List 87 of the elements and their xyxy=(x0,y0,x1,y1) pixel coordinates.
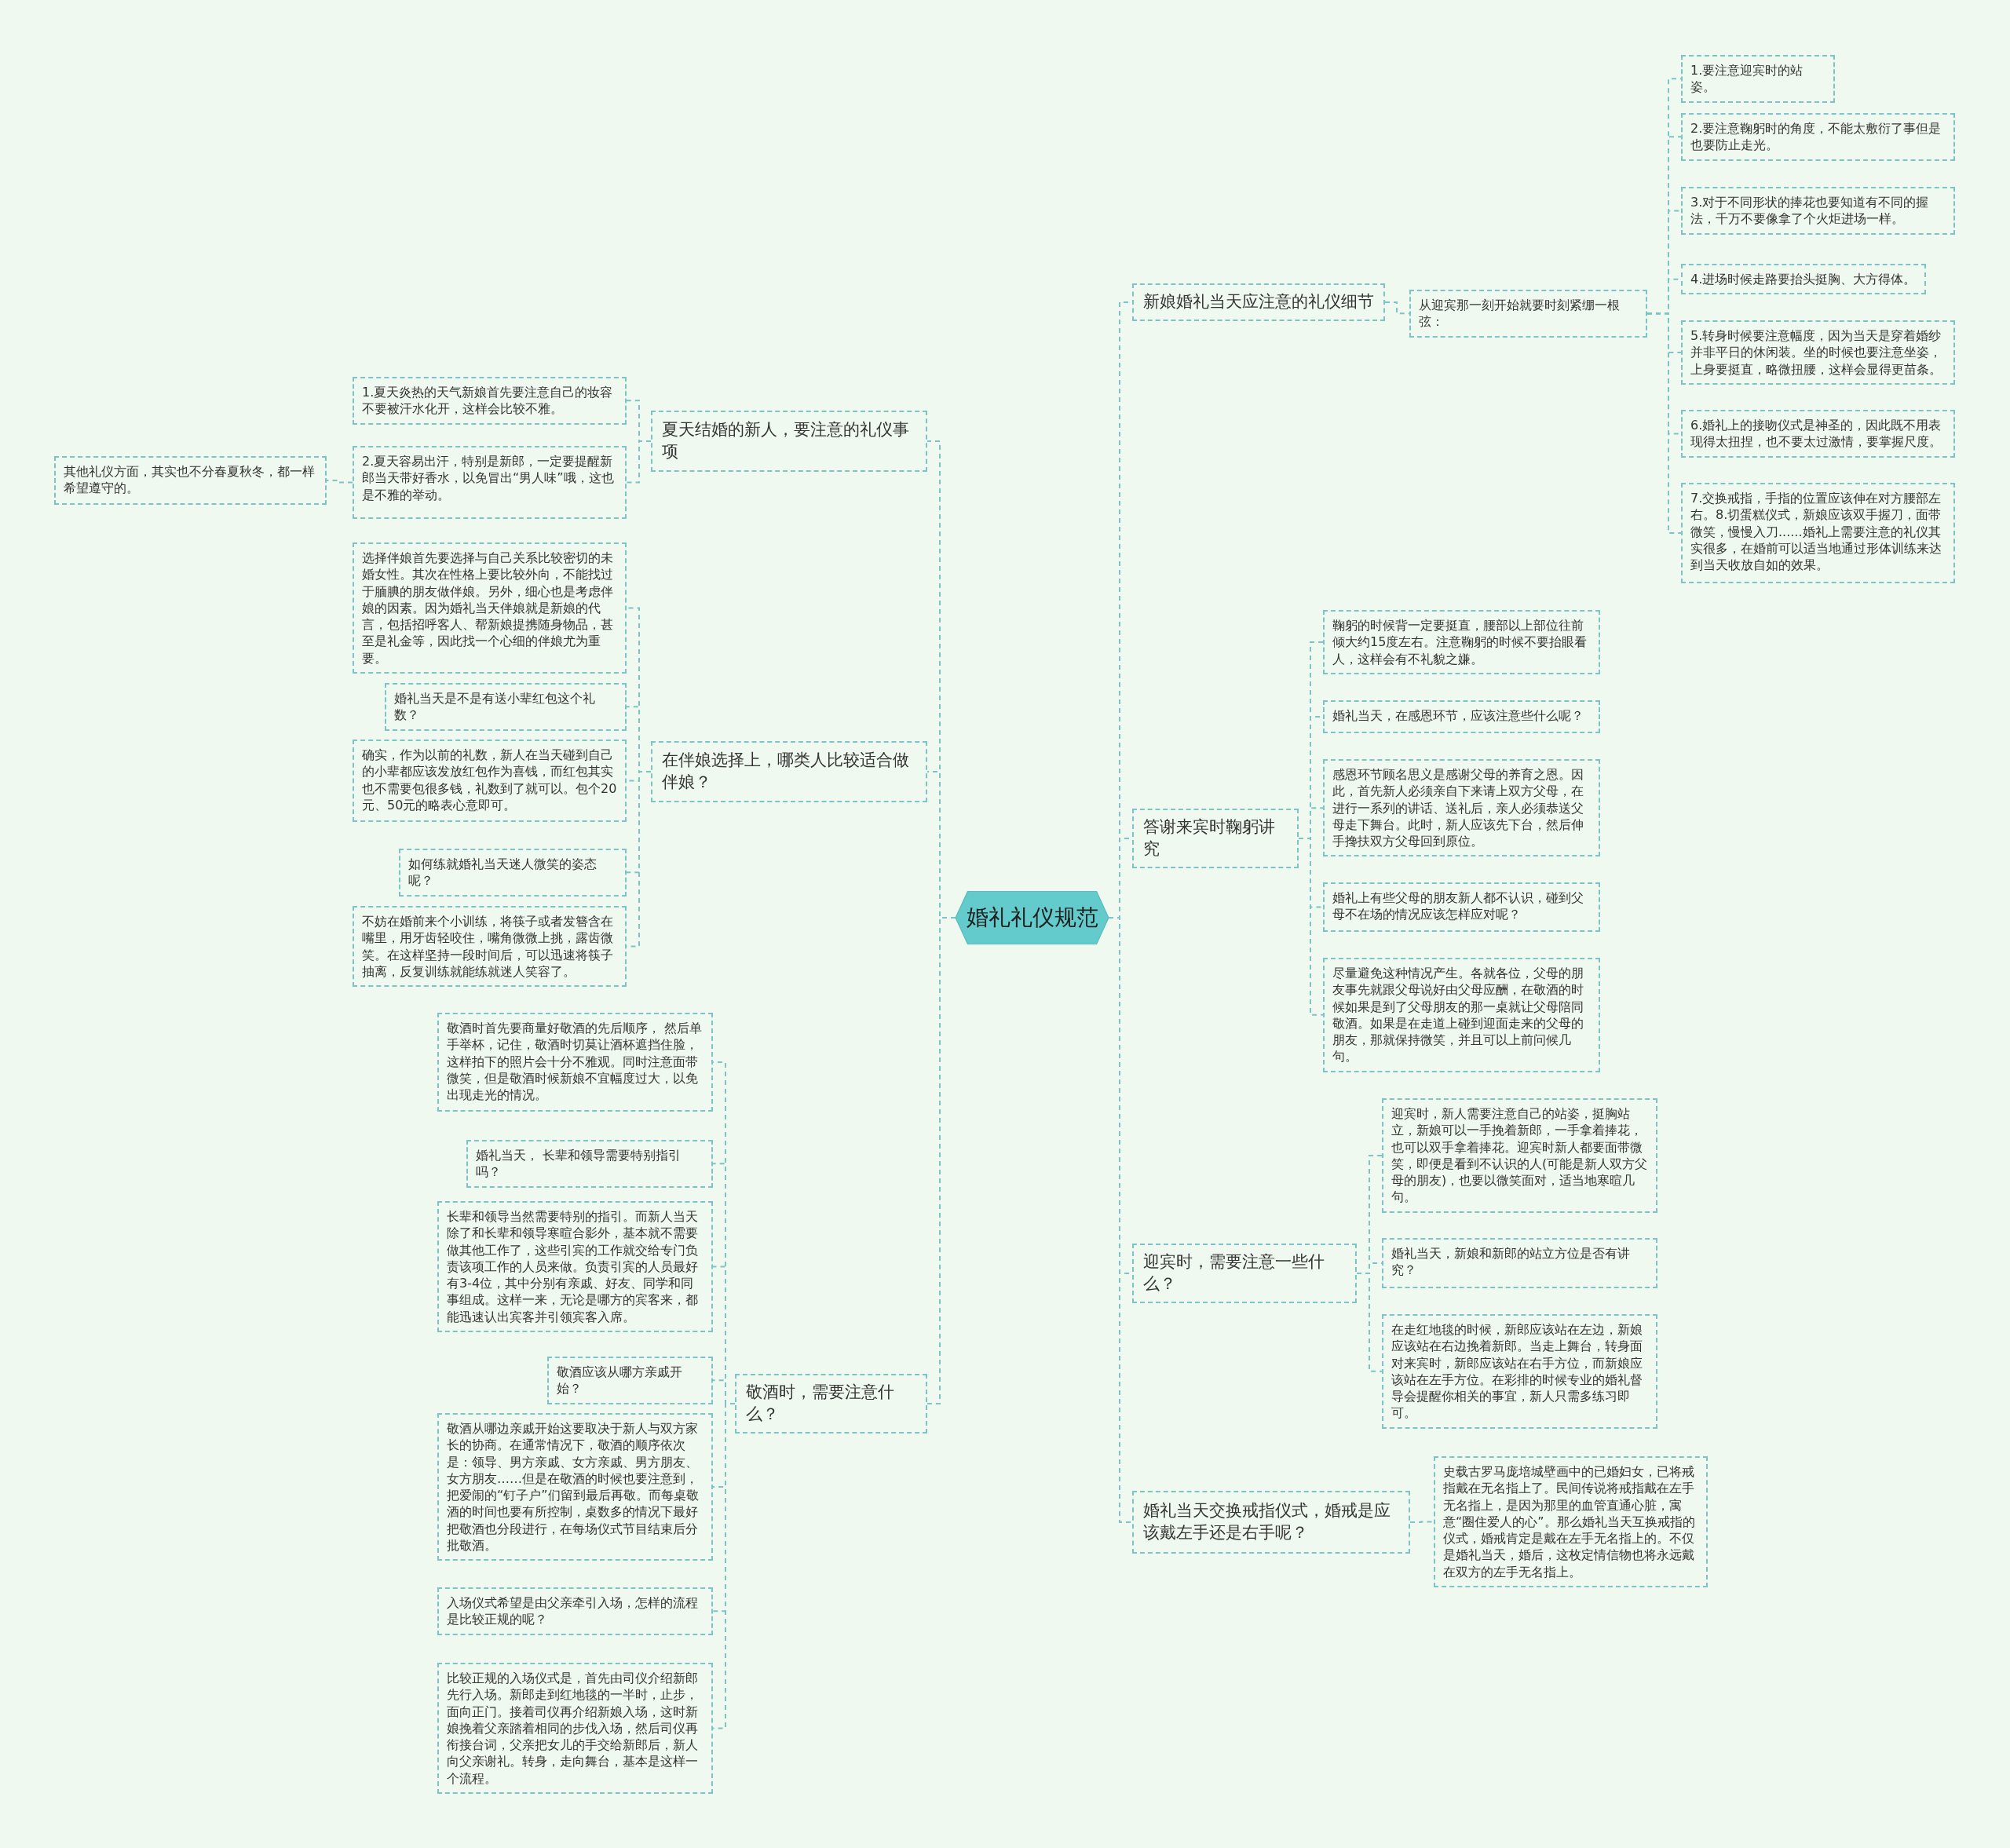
topic-text: 其他礼仪方面，其实也不分春夏秋冬，都一样希望遵守的。 xyxy=(64,463,316,497)
subtopic-box xyxy=(466,1140,713,1188)
subtopic-box xyxy=(1382,1238,1657,1288)
topic-text: 不妨在婚前来个小训练，将筷子或者发簪含在嘴里，用牙齿轻咬住，嘴角微微上挑，露齿微笑。在这样坚持一段时间后，可以迅速将筷子抽离，反复训练就能练就迷人笑容了。 xyxy=(362,913,614,981)
topic-text: 婚礼当天， 长辈和领导需要特别指引吗？ xyxy=(476,1147,682,1181)
topic-text: 2.要注意鞠躬时的角度，不能太敷衍了事但是也要防止走光。 xyxy=(1690,120,1942,154)
subtopic-box xyxy=(1382,1098,1657,1213)
subtopic-box xyxy=(437,1013,713,1112)
subtopic-box xyxy=(1323,882,1600,932)
subtopic-box xyxy=(1323,610,1600,674)
topic-text: 敬酒时，需要注意什么？ xyxy=(746,1382,895,1425)
subtopic-box xyxy=(385,683,627,731)
topic-text: 迎宾时，新人需要注意自己的站姿，挺胸站立，新娘可以一手挽着新郎，一手拿着捧花，也可以双手拿着捧花。迎宾时新人都要面带微笑，即便是看到不认识的人(可能是新人双方父母的朋友)，也要以微笑面对，适当地寒暄几句。 xyxy=(1391,1105,1648,1206)
connector-line xyxy=(626,771,652,948)
topic-box xyxy=(1132,1491,1410,1554)
topic-text: 确实，作为以前的礼数，新人在当天碰到自己的小辈都应该发放红包作为喜钱，而红包其实也不需要包很多钱，礼数到了就可以。包个20元、50元的略表心意即可。 xyxy=(362,747,617,814)
topic-text: 在走红地毯的时候，新郎应该站在左边，新娘应该站在右边挽着新郎。当走上舞台，转身面对来宾时，新郎应该站在右手方位，而新娘应该站在左手方位。在彩排的时候专业的婚礼督导会提醒你相关的事宜，新人只需多练习即可。 xyxy=(1391,1321,1643,1422)
topic-text: 鞠躬的时候背一定要挺直，腰部以上部位往前倾大约15度左右。注意鞠躬的时候不要抬眼看人，这样会有不礼貌之嫌。 xyxy=(1332,617,1588,667)
subtopic-box xyxy=(353,377,627,425)
subtopic-box xyxy=(1681,55,1835,103)
subtopic-box xyxy=(1681,264,1926,295)
subtopic-box xyxy=(353,542,627,674)
connector-line xyxy=(1356,1272,1383,1372)
subtopic-box xyxy=(437,1201,713,1332)
topic-text: 尽量避免这种情况产生。各就各位，父母的朋友事先就跟父母说好由父母应酬，在敬酒的时候如果是到了父母朋友的那一桌就让父母陪同敬酒。如果是在走道上碰到迎面走来的父母的朋友，那就保持微笑，并且可以上前问候几句。 xyxy=(1332,965,1584,1065)
connector-line xyxy=(1384,301,1410,315)
topic-text: 2.夏天容易出汗，特别是新郎，一定要提醒新郎当天带好香水，以免冒出“男人味”哦，这也是不雅的举动。 xyxy=(362,453,615,503)
topic-text: 敬酒从哪边亲戚开始这要取决于新人与双方家长的协商。在通常情况下，敬酒的顺序依次是：领导、男方亲戚、女方亲戚、男方朋友、女方朋友……但是在敬酒的时候也要注意到，把爱闹的“钉子户”们留到最后再敬。而每桌敬酒的时间也要有所控制，桌数多的情况下最好把敬酒也分段进行，在每场仪式节目结束后分批敬酒。 xyxy=(447,1420,700,1554)
topic-text: 敬酒时首先要商量好敬酒的先后顺序， 然后单手举杯，记住，敬酒时切莫让酒杯遮挡住脸，这样拍下的照片会十分不雅观。同时注意面带微笑，但是敬酒时候新娘不宜幅度过大，以免出现走光的情况。 xyxy=(447,1020,704,1104)
topic-box xyxy=(1132,1244,1357,1303)
connector-line xyxy=(626,440,652,484)
topic-text: 如何练就婚礼当天迷人微笑的姿态呢？ xyxy=(408,856,598,889)
topic-text: 比较正规的入场仪式是，首先由司仪介绍新郎先行入场。新郎走到红地毯的一半时，止步，面向正门。接着司仪再介绍新娘入场，这时新娘挽着父亲踏着相同的步伐入场，然后司仪再衔接台词，父亲把女儿的手交给新郎后，新人向父亲谢礼。转身，走向舞台，基本是这样一个流程。 xyxy=(447,1670,699,1787)
topic-text: 婚礼当天，新娘和新郎的站立方位是否有讲究？ xyxy=(1391,1245,1631,1279)
subtopic-box xyxy=(353,906,627,988)
topic-text: 夏天结婚的新人，要注意的礼仪事项 xyxy=(662,419,910,462)
topic-text: 7.交换戒指，手指的位置应该伸在对方腰部左右。8.切蛋糕仪式，新娘应该双手握刀，面带微笑，慢慢入刀......婚礼上需要注意的礼仪其实很多，在婚前可以适当地通过形体训练来达到当天收放自如的效果。 xyxy=(1690,490,1942,574)
topic-box xyxy=(1132,283,1385,321)
connector-line xyxy=(1646,312,1682,534)
subtopic-box xyxy=(1681,113,1955,161)
topic-text: 敬酒应该从哪方亲戚开始？ xyxy=(557,1364,683,1397)
topic-text: 迎宾时，需要注意一些什么？ xyxy=(1143,1251,1325,1295)
subtopic-box xyxy=(1681,410,1955,458)
topic-text: 在伴娘选择上，哪类人比较适合做伴娘？ xyxy=(662,750,910,793)
topic-text: 婚礼当天是不是有送小辈红包这个礼数？ xyxy=(394,690,596,724)
topic-text: 1.夏天炎热的天气新娘首先要注意自己的妆容不要被汗水化开，这样会比较不雅。 xyxy=(362,384,614,418)
subtopic-box xyxy=(54,456,327,505)
topic-text: 3.对于不同形状的捧花也要知道有不同的握法，千万不要像拿了个火炬进场一样。 xyxy=(1690,194,1930,228)
topic-text: 婚礼当天，在感恩环节，应该注意些什么呢？ xyxy=(1332,707,1584,725)
subtopic-box xyxy=(353,446,627,519)
subtopic-box xyxy=(1323,700,1600,733)
subtopic-box xyxy=(1323,958,1600,1072)
subtopic-box xyxy=(437,1663,713,1794)
subtopic-box xyxy=(437,1413,713,1561)
subtopic-box xyxy=(1323,759,1600,857)
subtopic-box xyxy=(437,1587,713,1635)
topic-text: 选择伴娘首先要选择与自己关系比较密切的未婚女性。其次在性格上要比较外向，不能找过于腼腆的朋友做伴娘。另外，细心也是考虑伴娘的因素。因为婚礼当天伴娘就是新娘的代言，包括招呼客人、帮新娘提携随身物品，甚至是礼金等，因此找一个心细的伴娘尤为重要。 xyxy=(362,550,614,667)
subtopic-box xyxy=(1681,483,1955,583)
topic-box xyxy=(735,1374,927,1433)
topic-text: 5.转身时候要注意幅度，因为当天是穿着婚纱并非平日的休闲装。坐的时候也要注意坐姿，上身要挺直，略微扭腰，这样会显得更苗条。 xyxy=(1690,327,1942,378)
connector-line xyxy=(1409,1521,1434,1523)
topic-text: 长辈和领导当然需要特别的指引。而新人当天除了和长辈和领导寒暄合影外，基本就不需要做其他工作了，这些引宾的工作就交给专门负责该项工作的人员来做。负责引宾的人员最好有3-4位，其中分别有亲戚、好友、同学和同事组成。这样一来，无论是哪方的宾客来，都能迅速认出宾客并引领宾客入席。 xyxy=(447,1208,699,1325)
topic-text: 从迎宾那一刻开始就要时刻紧绷一根弦： xyxy=(1419,297,1621,331)
topic-text: 入场仪式希望是由父亲牵引入场，怎样的流程是比较正规的呢？ xyxy=(447,1594,699,1628)
topic-text: 6.婚礼上的接吻仪式是神圣的，因此既不用表现得太扭捏，也不要太过激情，要掌握尺度。 xyxy=(1690,417,1942,451)
topic-box xyxy=(651,411,927,472)
topic-text: 1.要注意迎宾时的站姿。 xyxy=(1690,62,1804,96)
subtopic-box xyxy=(547,1357,713,1404)
topic-text: 答谢来宾时鞠躬讲究 xyxy=(1143,816,1276,860)
topic-text: 4.进场时候走路要抬头挺胸、大方得体。 xyxy=(1690,271,1917,288)
topic-box xyxy=(651,741,927,802)
subtopic-box xyxy=(399,849,627,897)
connector-line xyxy=(1298,837,1324,1016)
subtopic-box xyxy=(1382,1314,1657,1429)
connector-line xyxy=(326,480,353,484)
topic-text: 婚礼当天交换戒指仪式，婚戒是应该戴左手还是右手呢？ xyxy=(1143,1500,1391,1543)
subtopic-box xyxy=(1434,1456,1708,1587)
central-topic-text: 婚礼礼仪规范 xyxy=(966,904,1098,933)
topic-box xyxy=(1132,809,1299,868)
topic-text: 感恩环节顾名思义是感谢父母的养育之恩。因此，首先新人必须亲自下来请上双方父母，在进行一系列的讲话、送礼后，亲人必须恭送父母走下舞台。此时，新人应该先下台，然后伸手搀扶双方父母回到原位。 xyxy=(1332,766,1584,850)
topic-text: 新娘婚礼当天应注意的礼仪细节 xyxy=(1143,291,1374,313)
topic-text: 婚礼上有些父母的朋友新人都不认识，碰到父母不在场的情况应该怎样应对呢？ xyxy=(1332,889,1584,923)
subtopic-box xyxy=(1409,290,1647,338)
subtopic-box xyxy=(1681,320,1955,385)
subtopic-box xyxy=(1681,187,1955,235)
topic-text: 史载古罗马庞培城壁画中的已婚妇女，已将戒指戴在无名指上了。民间传说将戒指戴在左手无名指上，是因为那里的血管直通心脏，寓意“圈住爱人的心”。那么婚礼当天互换戒指的仪式，婚戒肯定是戴在左手无名指上的。不仅是婚礼当天，婚后，这枚定情信物也将永远戴在双方的左手无名指上。 xyxy=(1443,1463,1696,1580)
subtopic-box xyxy=(353,740,627,822)
